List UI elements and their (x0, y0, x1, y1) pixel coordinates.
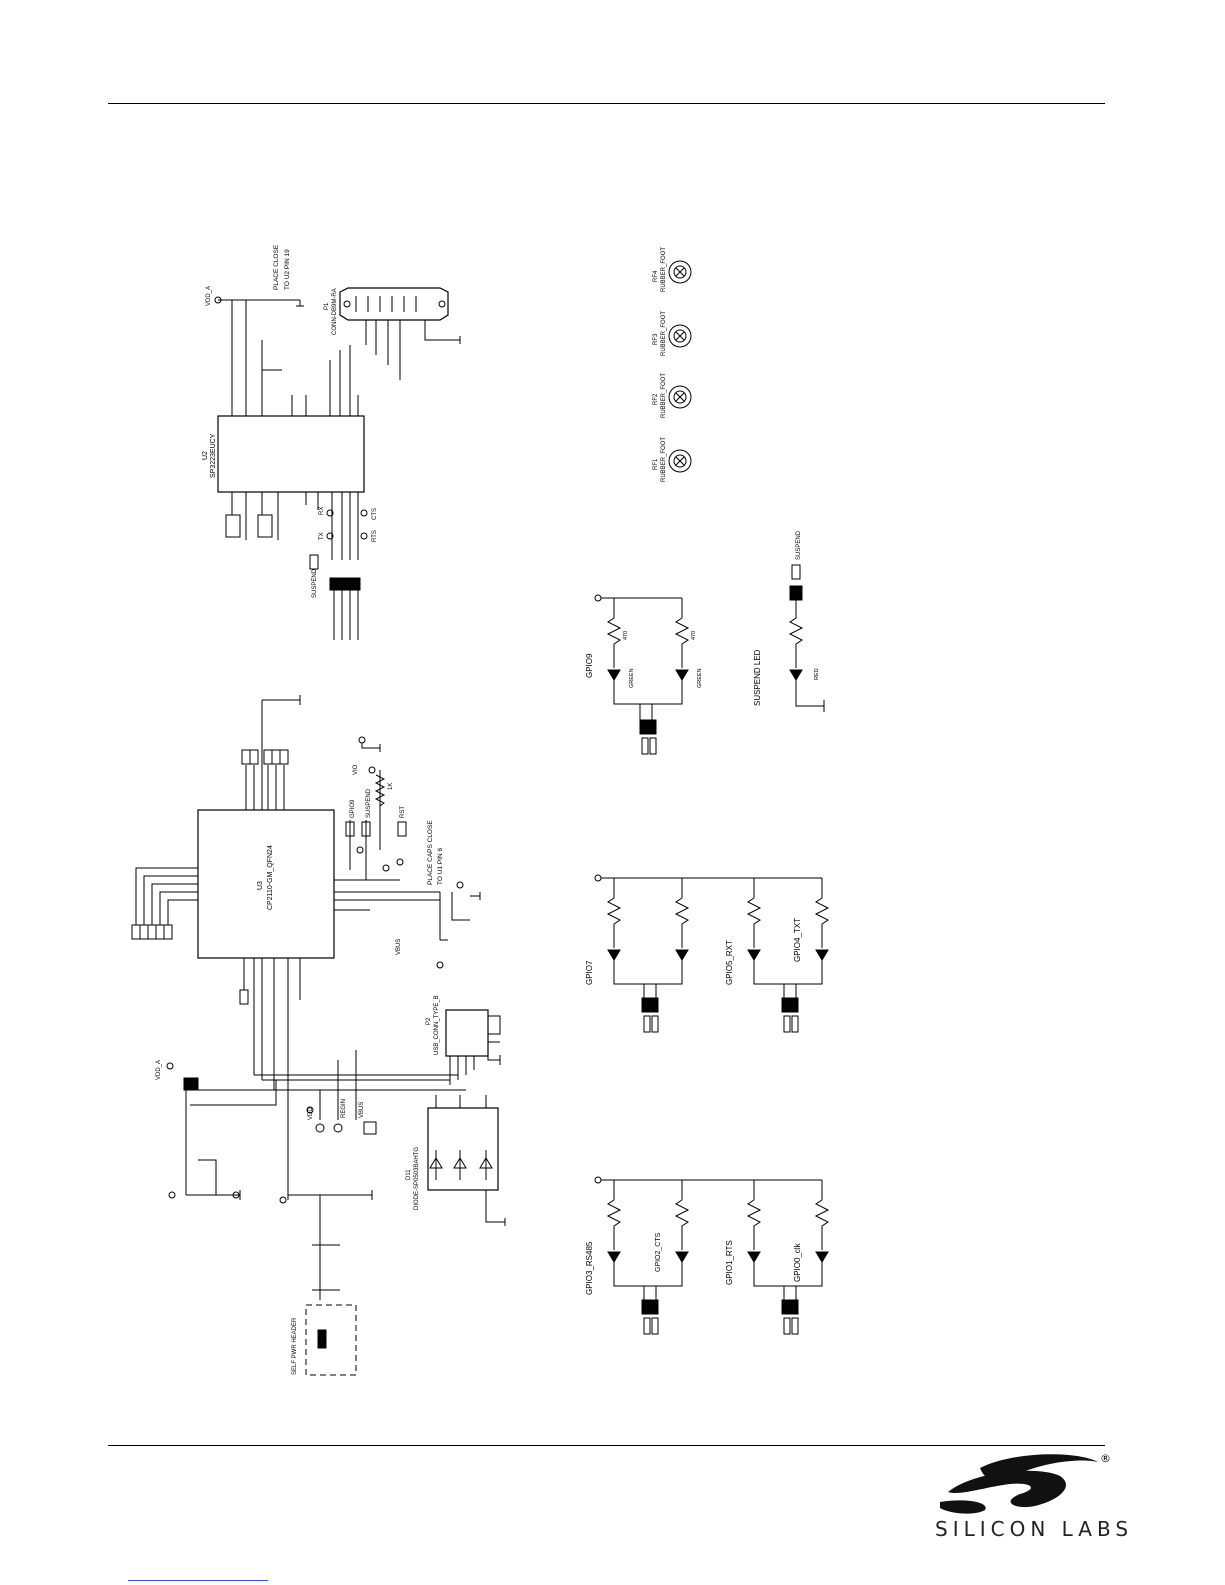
place-close-line1: PLACE CLOSE (273, 244, 280, 290)
db9-connector: P1 CONN-DB9M-RA (324, 287, 461, 380)
green-label-9a: GREEN (629, 668, 635, 688)
rf4-label: RUBBER_FOOT (661, 247, 667, 292)
gpio9-label: GPIO9 (585, 653, 594, 678)
rf1-ref: RF1 (653, 458, 659, 470)
u3-ref: U3 (257, 881, 264, 890)
led-group-gpio3: GPIO3_RS485 GPIO2_CTS GPIO1_RTS GPIO0_cl… (585, 1176, 830, 1335)
gpio9-pin-label: GPIO9 (350, 799, 356, 818)
gpio4-txt-label: GPIO4_TXT (793, 918, 802, 962)
footer-rule (108, 1445, 1105, 1446)
suspend-label-left: SUSPEND (312, 568, 318, 598)
usb-connector-p2: P2 USB_CONN_TYPE_B (186, 995, 501, 1091)
vio-label-u3: VIO (353, 764, 359, 775)
vdd-a-terminal-bottom (166, 1062, 174, 1070)
vdd-label-j8: VDD (308, 1107, 314, 1120)
rubber-feet: RF4 RF4 RUBBER_FOOT RF3 RUBBER_FOOT RF2 … (653, 247, 692, 482)
u2-ref: U2 (202, 451, 209, 460)
u3-cp2110-block: U3 CP2110-GM_QFN24 VIO 1K RST GPIO9 SUSP… (131, 695, 481, 1200)
place-caps-line2: TO U1 PIN 6 (437, 848, 444, 885)
diode-array-d11: D11 DIODE-SP0503BAHTG (406, 1095, 506, 1226)
gpio3-rs485-label: GPIO3_RS485 (585, 1241, 594, 1295)
rf3-ref: RF3 (653, 333, 659, 345)
led-group-gpio9: GPIO9 GREEN GREEN 470 470 (585, 594, 703, 755)
suspend-top-label: SUSPEND (796, 530, 802, 560)
d11-ref: D11 (406, 1169, 412, 1180)
u3-part: CP2110-GM_QFN24 (267, 845, 274, 910)
green-label-9b: GREEN (697, 668, 703, 688)
u2-part: SP3223EUCY (210, 433, 217, 478)
silicon-labs-logo-mark (940, 1454, 1098, 1514)
tx-label: TX (319, 532, 325, 540)
self-pwr-label: SELF PWR HEADER (292, 1317, 298, 1375)
gpio7-label: GPIO7 (585, 960, 594, 985)
gpio0-clk-label: GPIO0_clk (793, 1242, 802, 1282)
power-section: VDD_A SELF PWR HEADER VDD REGIN VBUS (156, 1050, 377, 1376)
regin-label: REGIN (341, 1099, 347, 1118)
registered-mark: ® (1100, 1452, 1111, 1465)
r470-label-9b: 470 (691, 631, 697, 640)
p1-ref: P1 (324, 302, 330, 310)
rx-label: RX (319, 507, 325, 515)
logo-wordmark: SILICON LABS (935, 1517, 1134, 1541)
vbus-label-cap: VBUS (396, 939, 402, 955)
p2-part: USB_CONN_TYPE_B (434, 995, 440, 1055)
suspend-led-label: SUSPEND LED (753, 649, 762, 706)
vio-terminal-u3 (368, 766, 376, 774)
bottom-link-underline[interactable] (128, 1580, 268, 1581)
gpio2-cts-label: GPIO2_CTS (655, 1232, 662, 1272)
rf2-ref: RF2 (653, 393, 659, 405)
u2-transceiver-block: U2 SP3223EUCY VDD_A PLACE CLOSE TO U2 PI… (202, 244, 378, 640)
led-group-gpio7: GPIO7 GPIO5_RXT GPIO4_TXT (585, 874, 830, 1033)
vbus-label-j8: VBUS (359, 1102, 365, 1118)
rf2-label: RUBBER_FOOT (661, 373, 667, 418)
d11-part: DIODE-SP0503BAHTG (414, 1147, 420, 1210)
header-rule (108, 103, 1105, 104)
vdd-a-terminal-top (214, 296, 222, 304)
rst-label: RST (400, 806, 406, 818)
rf3-label: RUBBER_FOOT (661, 311, 667, 356)
r1k-label: 1K (388, 783, 394, 790)
r470-label-9a: 470 (623, 631, 629, 640)
p2-ref: P2 (426, 1017, 432, 1025)
vdd-a-label-top: VDD_A (206, 286, 212, 306)
rts-label: RTS (372, 530, 378, 542)
cts-label: CTS (372, 508, 378, 520)
place-close-line2: TO U2 PIN 19 (284, 249, 291, 290)
rf4-ref: RF4 (653, 270, 659, 282)
vdd-a-label-bottom: VDD_A (156, 1060, 162, 1080)
red-label: RED (814, 668, 820, 680)
suspend-led-group: SUSPEND LED RED SUSPEND (753, 530, 825, 712)
rf1-label: RUBBER_FOOT (661, 437, 667, 482)
place-caps-line1: PLACE CAPS CLOSE (427, 820, 434, 885)
gpio1-rts-label: GPIO1_RTS (725, 1240, 734, 1285)
suspend-pin-label: SUSPEND (366, 788, 372, 818)
p1-part: CONN-DB9M-RA (332, 288, 338, 335)
gpio5-rxt-label: GPIO5_RXT (725, 940, 734, 985)
